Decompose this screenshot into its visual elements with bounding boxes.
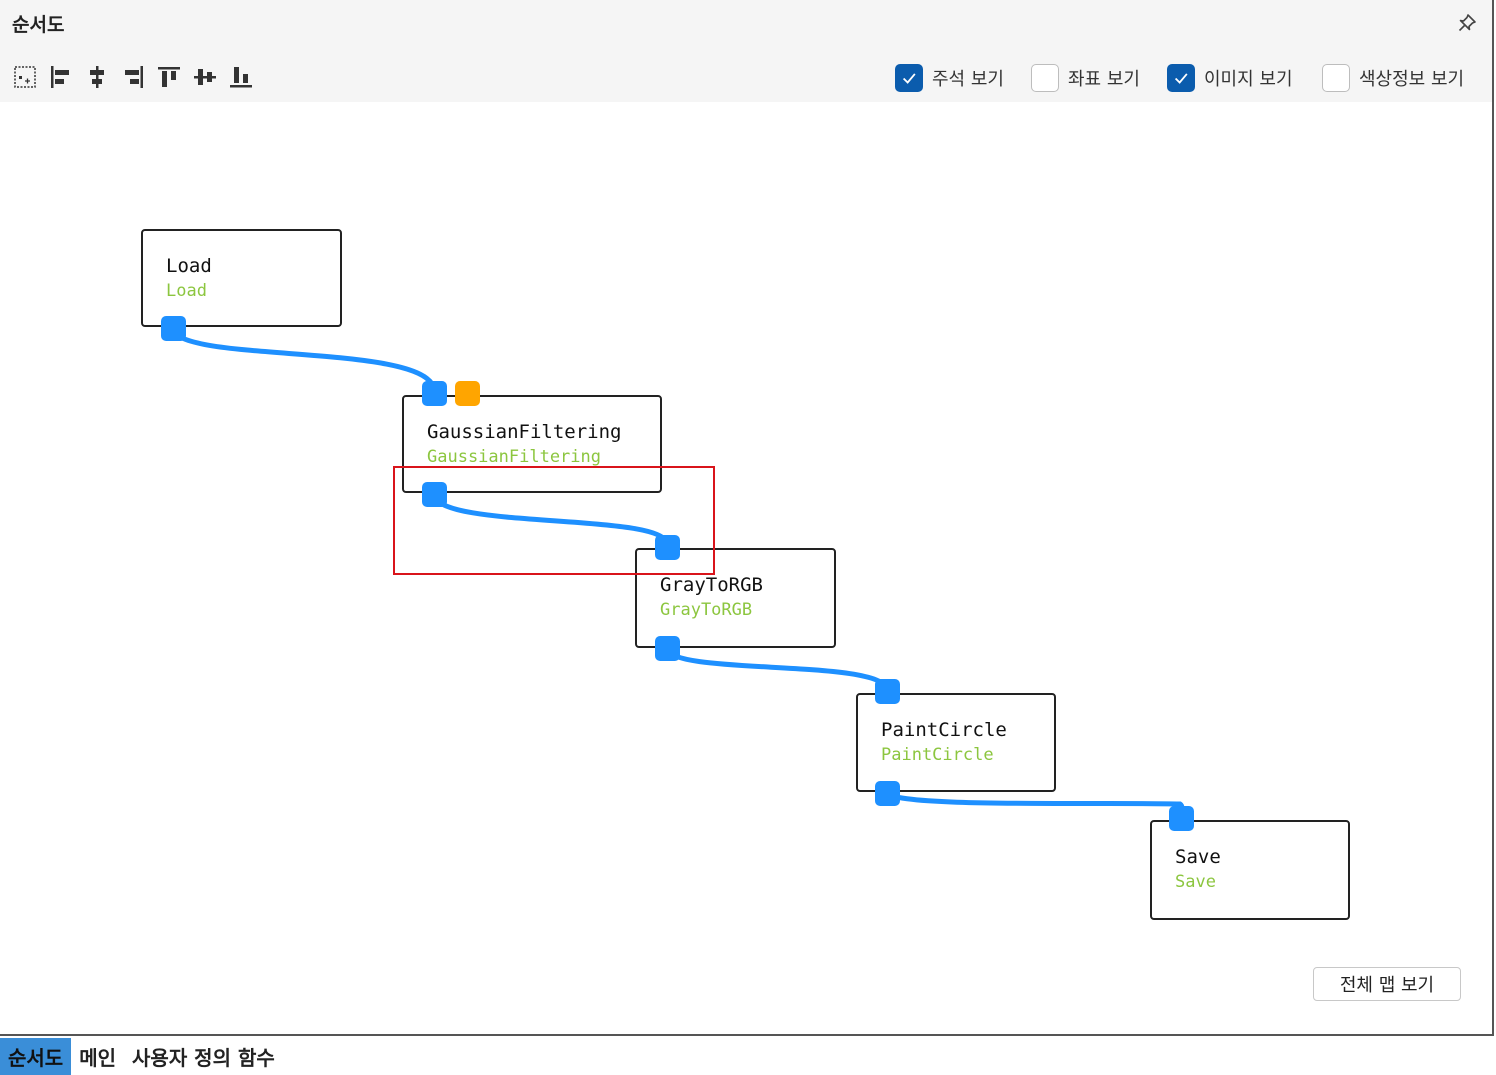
connection-paintcircle-save[interactable] (884, 789, 1185, 819)
node-subtitle: PaintCircle (881, 745, 994, 765)
input-port[interactable] (1169, 806, 1194, 831)
node-title: PaintCircle (881, 719, 1007, 741)
connection-load-gaussian[interactable] (170, 325, 437, 393)
tab-main[interactable]: 메인 (79, 1046, 117, 1070)
node-title: GrayToRGB (660, 574, 763, 596)
bottom-tab-bar: 순서도 메인 사용자 정의 함수 (0, 1038, 1496, 1075)
toolbar: 주석 보기 좌표 보기 이미지 보기 색상정보 보기 (0, 46, 1492, 102)
align-left-icon[interactable] (48, 64, 74, 90)
fit-view-icon[interactable] (12, 64, 38, 90)
align-middle-vertical-icon[interactable] (192, 64, 218, 90)
option-label: 좌표 보기 (1068, 69, 1140, 90)
node-subtitle: GaussianFiltering (427, 447, 601, 467)
checkbox-show-coordinates[interactable] (1031, 64, 1059, 92)
full-map-button[interactable]: 전체 맵 보기 (1313, 967, 1461, 1001)
node-graytorgb[interactable]: GrayToRGB GrayToRGB (635, 548, 836, 648)
align-right-icon[interactable] (120, 64, 146, 90)
pin-icon[interactable] (1456, 12, 1478, 34)
node-subtitle: GrayToRGB (660, 600, 753, 620)
node-gaussianfiltering[interactable]: GaussianFiltering GaussianFiltering (402, 395, 662, 493)
align-bottom-icon[interactable] (228, 64, 254, 90)
option-show-comments[interactable]: 주석 보기 (895, 63, 1004, 93)
flowchart-panel: 순서도 (0, 0, 1494, 1036)
option-label: 이미지 보기 (1204, 69, 1293, 90)
node-title: GaussianFiltering (427, 421, 622, 443)
option-label: 주석 보기 (932, 69, 1004, 90)
align-top-icon[interactable] (156, 64, 182, 90)
input-port[interactable] (422, 381, 447, 406)
input-port[interactable] (655, 535, 680, 560)
output-port[interactable] (655, 636, 680, 661)
node-paintcircle[interactable]: PaintCircle PaintCircle (856, 693, 1056, 792)
option-show-coordinates[interactable]: 좌표 보기 (1031, 63, 1140, 93)
panel-title: 순서도 (12, 14, 65, 36)
node-load[interactable]: Load Load (141, 229, 342, 327)
output-port[interactable] (875, 781, 900, 806)
selection-highlight (393, 466, 715, 575)
connection-graytorgb-paintcircle[interactable] (664, 645, 890, 693)
flowchart-canvas[interactable]: Load Load GaussianFiltering GaussianFilt… (0, 102, 1492, 1034)
option-show-color-info[interactable]: 색상정보 보기 (1322, 63, 1464, 93)
input-port[interactable] (875, 679, 900, 704)
node-title: Load (166, 255, 212, 277)
title-bar: 순서도 (0, 0, 1492, 46)
node-subtitle: Save (1175, 872, 1216, 892)
node-title: Save (1175, 846, 1221, 868)
checkbox-show-color-info[interactable] (1322, 64, 1350, 92)
node-save[interactable]: Save Save (1150, 820, 1350, 920)
option-show-images[interactable]: 이미지 보기 (1167, 63, 1293, 93)
node-subtitle: Load (166, 281, 207, 301)
checkbox-show-comments[interactable] (895, 64, 923, 92)
tab-flowchart[interactable]: 순서도 (0, 1038, 72, 1075)
option-label: 색상정보 보기 (1359, 69, 1465, 90)
checkbox-show-images[interactable] (1167, 64, 1195, 92)
tab-user-defined-functions[interactable]: 사용자 정의 함수 (132, 1046, 275, 1070)
output-port[interactable] (422, 482, 447, 507)
output-port[interactable] (161, 316, 186, 341)
parameter-port[interactable] (455, 381, 480, 406)
align-center-horizontal-icon[interactable] (84, 64, 110, 90)
